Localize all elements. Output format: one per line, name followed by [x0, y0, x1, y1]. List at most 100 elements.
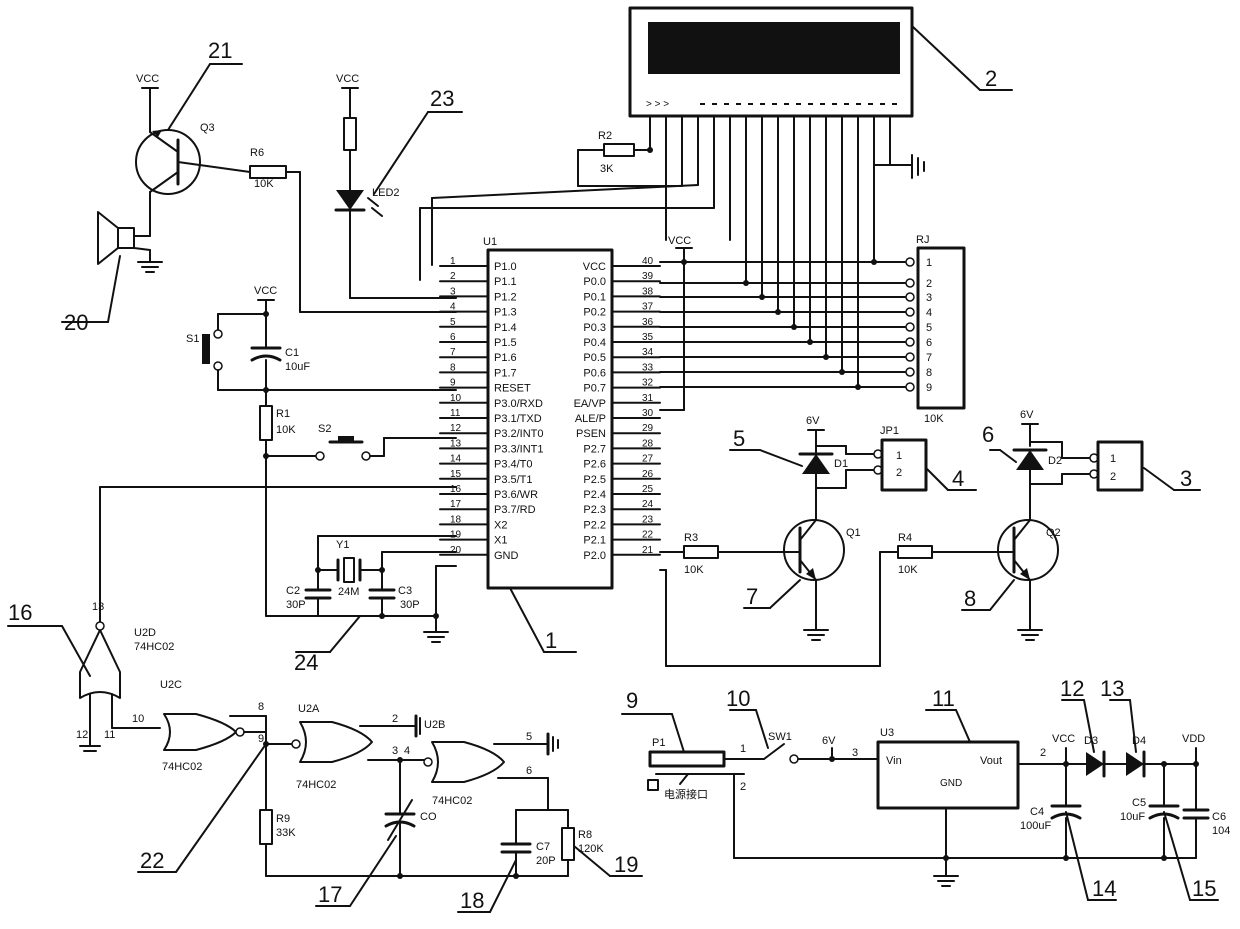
r8-label: R8: [578, 829, 592, 841]
u1-pin-name: P0.7: [583, 383, 606, 395]
u3-pin2: 2: [1040, 747, 1046, 759]
callout-15: 15: [1192, 876, 1216, 901]
relay-driver-q1: 6V D1 1 2 JP1 Q1 R3 10K: [660, 415, 926, 640]
callout-18: 18: [460, 888, 484, 913]
u1-pin-name: X2: [494, 519, 507, 531]
relay-conn-pin2: 2: [1110, 471, 1116, 483]
callout-21: 21: [208, 38, 232, 63]
q2-label: Q2: [1046, 527, 1061, 539]
u1-pin-name: P2.4: [583, 489, 606, 501]
q3-vcc-label: VCC: [136, 73, 159, 85]
u1-pin-name: P0.2: [583, 307, 606, 319]
u2d-part: 74HC02: [134, 641, 174, 653]
u1-pin-name: P2.5: [583, 474, 606, 486]
u1-pin-num: 31: [642, 393, 654, 404]
c6-label: C6: [1212, 811, 1226, 823]
u1-pin-num: 23: [642, 514, 654, 525]
u1-pin-num: 16: [450, 484, 462, 495]
u1-pin-name: GND: [494, 550, 519, 562]
u1-pin-name: P0.6: [583, 367, 606, 379]
callout-11: 11: [932, 686, 955, 711]
u1-pin-num: 26: [642, 469, 654, 480]
u1-pin-name: P1.0: [494, 261, 517, 273]
u2a-label: U2A: [298, 703, 320, 715]
r3-value: 10K: [684, 564, 704, 576]
u2a-out-pin: 2: [392, 713, 398, 725]
rj-value: 10K: [924, 413, 944, 425]
rj-pin-num: 7: [926, 352, 932, 364]
relay-conn-pin1: 1: [1110, 453, 1116, 465]
u1-pin-num: 9: [450, 378, 456, 389]
r2-label: R2: [598, 130, 612, 142]
c1-label: C1: [285, 347, 299, 359]
rj-pin-num: 5: [926, 322, 932, 334]
p1-label: P1: [652, 737, 665, 749]
u2b-part: 74HC02: [432, 795, 472, 807]
u2a-part: 74HC02: [296, 779, 336, 791]
u1-pin-name: P2.2: [583, 519, 606, 531]
rj-pin-num: 3: [926, 292, 932, 304]
u3-pin3: 3: [852, 747, 858, 759]
u1-pin-name: P1.6: [494, 352, 517, 364]
u1-pin-num: 7: [450, 347, 456, 358]
q1-label: Q1: [846, 527, 861, 539]
u3-vout: Vout: [980, 755, 1002, 767]
s2-label: S2: [318, 423, 331, 435]
u1-pin-num: 35: [642, 332, 654, 343]
u1-pin-name: P3.7/RD: [494, 504, 536, 516]
u1-pin-20: 20GND: [440, 545, 519, 562]
c2-value: 30P: [286, 599, 306, 611]
u1-pin-num: 17: [450, 499, 462, 510]
r4-value: 10K: [898, 564, 918, 576]
p0-bus: [660, 165, 905, 387]
callout-3: 3: [1180, 466, 1192, 491]
u2c-label: U2C: [160, 679, 182, 691]
u1-pin-num: 1: [450, 256, 456, 267]
r3-label: R3: [684, 532, 698, 544]
u1-pin-name: P0.3: [583, 322, 606, 334]
c3-value: 30P: [400, 599, 420, 611]
c4-value: 100uF: [1020, 820, 1051, 832]
lcd-text: > > >: [646, 99, 669, 110]
callout-14: 14: [1092, 876, 1116, 901]
callout-20: 20: [64, 310, 88, 335]
u1-pin-num: 10: [450, 393, 462, 404]
u1-pin-num: 15: [450, 469, 462, 480]
u1-pin-num: 30: [642, 408, 654, 419]
callout-13: 13: [1100, 676, 1124, 701]
r1-value: 10K: [276, 424, 296, 436]
r6-label: R6: [250, 147, 264, 159]
rj-pin-num: 4: [926, 307, 932, 319]
u3-label: U3: [880, 727, 894, 739]
u2b-label: U2B: [424, 719, 445, 731]
u1-pin-num: 5: [450, 317, 456, 328]
u1-pin-num: 12: [450, 423, 462, 434]
callout-12: 12: [1060, 676, 1084, 701]
r2-value: 3K: [600, 163, 614, 175]
u1-pin-num: 40: [642, 256, 654, 267]
callout-22: 22: [140, 848, 164, 873]
callout-5: 5: [733, 426, 745, 451]
co-label: CO: [420, 811, 437, 823]
c6-value: 104: [1212, 825, 1230, 837]
u2d-in-pin: 12: [76, 729, 88, 741]
u1-pin-num: 27: [642, 454, 654, 465]
u1-pin-num: 32: [642, 378, 654, 389]
u1-pin-21: 21P2.0: [583, 545, 660, 562]
c3-label: C3: [398, 585, 412, 597]
sw1-label: SW1: [768, 731, 792, 743]
sw1-pin1: 1: [740, 743, 746, 755]
c2-label: C2: [286, 585, 300, 597]
callout-1: 1: [545, 628, 557, 653]
callout-9: 9: [626, 688, 638, 713]
y1-label: Y1: [336, 539, 349, 551]
r6-value: 10K: [254, 178, 274, 190]
u1-pin-num: 25: [642, 484, 654, 495]
u1-pin-num: 13: [450, 438, 462, 449]
u1-pin-name: P3.4/T0: [494, 459, 533, 471]
u1-pin-num: 6: [450, 332, 456, 343]
reset-circuit: VCC C1 10uF R1 10K S1 S2: [186, 285, 456, 616]
u1-pin-name: ALE/P: [575, 413, 606, 425]
callout-4: 4: [952, 466, 964, 491]
